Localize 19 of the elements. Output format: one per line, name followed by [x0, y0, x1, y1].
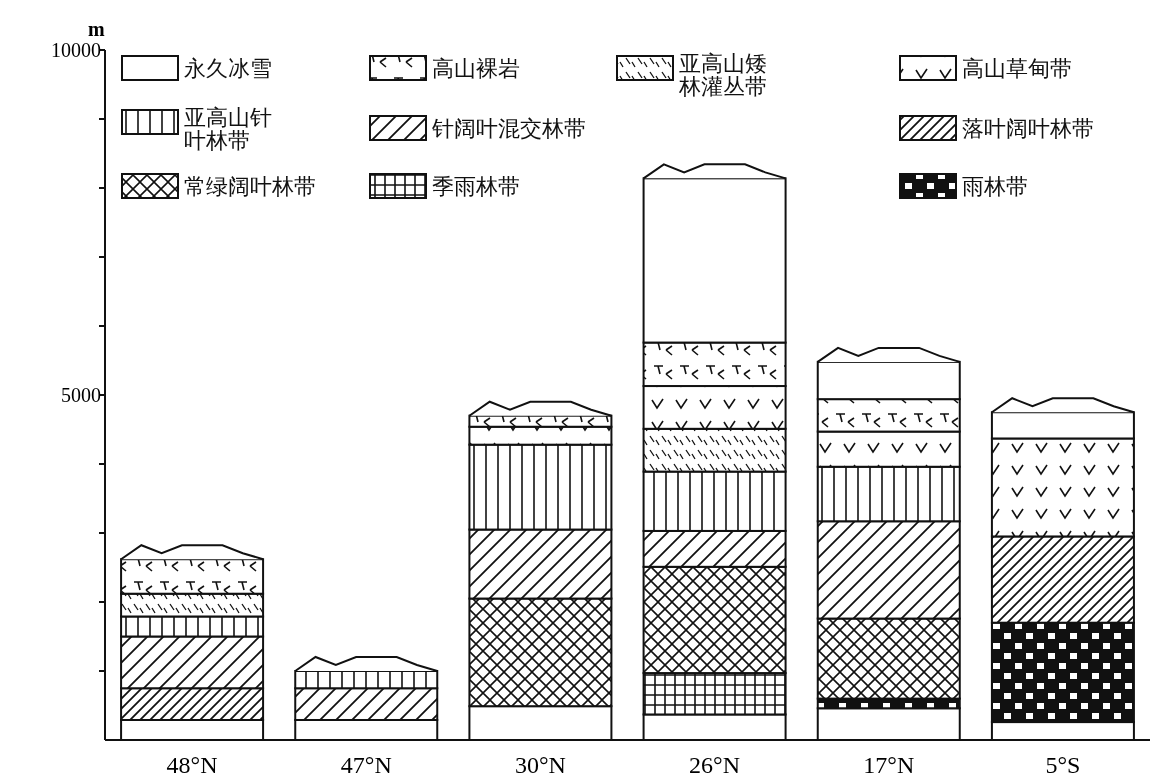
legend-label: 永久冰雪	[184, 57, 272, 81]
category-label: 48°N	[165, 752, 219, 779]
category-label: 47°N	[339, 752, 393, 779]
legend-label: 亚高山矮林灌丛带	[679, 52, 768, 99]
category-label: 26°N	[688, 752, 742, 779]
axis-title: m	[88, 18, 105, 41]
legend-label: 季雨林带	[432, 175, 520, 199]
category-label: 17°N	[862, 752, 916, 779]
legend-label: 高山裸岩	[432, 57, 520, 81]
tick-label: 10000	[51, 39, 101, 62]
tick-label: 5000	[61, 384, 101, 407]
category-label: 30°N	[513, 752, 567, 779]
legend-label: 雨林带	[962, 175, 1028, 199]
legend-label: 针阔叶混交林带	[432, 117, 586, 141]
legend-label: 常绿阔叶林带	[184, 175, 316, 199]
legend-label: 落叶阔叶林带	[962, 117, 1094, 141]
category-label: 5°S	[1044, 752, 1082, 779]
legend-label: 高山草甸带	[962, 57, 1072, 81]
legend-label: 亚高山针叶林带	[184, 106, 273, 153]
